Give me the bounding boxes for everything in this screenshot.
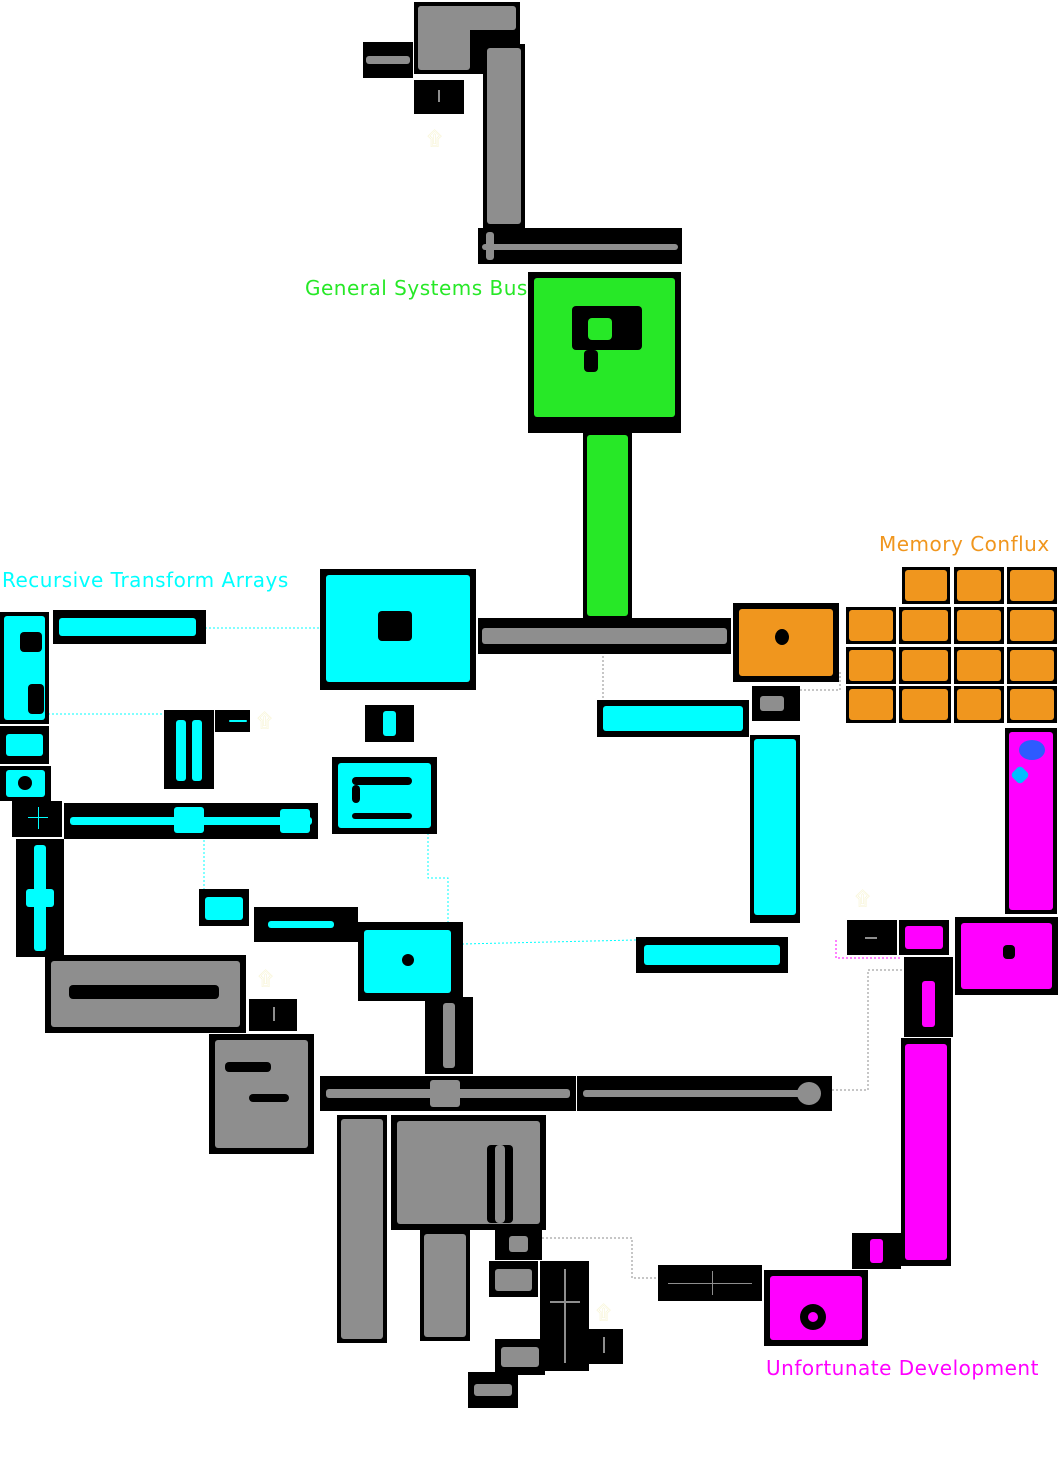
- connector-gray-3: [832, 969, 905, 1091]
- room-memory-cell: [1007, 567, 1057, 604]
- room-rta-right-lower-bar: [636, 937, 788, 973]
- room-top-dark-box: [414, 80, 464, 114]
- room-gray-tiny-1: [249, 999, 297, 1031]
- room-rta-right-vertical: [750, 735, 800, 923]
- room-memory-conflux-main: [733, 603, 839, 682]
- label-recursive-transform-arrays: Recursive Transform Arrays: [2, 568, 289, 592]
- room-magenta-small-dark: [847, 920, 897, 955]
- room-top-horizontal-corridor: [478, 228, 682, 264]
- room-memory-cell: [954, 567, 1004, 604]
- room-memory-cell: [846, 647, 896, 684]
- room-memory-cell: [899, 607, 951, 644]
- room-memory-cell: [846, 607, 896, 644]
- room-magenta-tiny: [852, 1233, 901, 1269]
- room-rta-left-gear: [0, 766, 51, 801]
- room-gray-central-lower: [420, 1230, 470, 1341]
- room-rta-right-corridor: [597, 700, 749, 737]
- room-magenta-small: [899, 920, 949, 955]
- room-top-left-small: [363, 42, 413, 78]
- room-gray-lower-left-hall: [45, 955, 246, 1033]
- marker-icon: ۩: [596, 1300, 612, 1324]
- room-unfortunate-development-main: [764, 1270, 868, 1346]
- room-memory-cell: [899, 647, 951, 684]
- room-general-systems-bus-hub: [528, 272, 681, 433]
- room-magenta-hall: [955, 917, 1058, 995]
- room-rta-tiny-box: [215, 710, 250, 732]
- marker-icon: ۩: [427, 126, 443, 150]
- room-top-vertical-corridor: [483, 44, 525, 228]
- marker-icon: ۩: [258, 966, 274, 990]
- room-gray-bottom-small: [468, 1372, 518, 1408]
- room-magenta-right-column: [1005, 728, 1057, 914]
- room-memory-cell: [954, 686, 1004, 723]
- room-rta-small-lower: [199, 889, 249, 926]
- room-rta-tall-pair: [164, 710, 214, 789]
- room-rta-main-hall: [320, 569, 476, 690]
- room-gray-block-left: [209, 1034, 314, 1154]
- room-gray-vertical-link: [425, 997, 473, 1074]
- room-memory-cell: [846, 686, 896, 723]
- room-gray-lower-right-corridor: [658, 1265, 762, 1301]
- room-gray-bowtie: [495, 1228, 542, 1260]
- connector-cyan-5: [461, 939, 637, 945]
- room-gray-tall-column: [337, 1115, 387, 1343]
- room-gray-lower-crossbar-right: [577, 1076, 832, 1111]
- room-magenta-tall-column: [901, 1038, 951, 1266]
- room-memory-cell: [1007, 607, 1057, 644]
- room-gray-small-3: [495, 1339, 545, 1375]
- label-unfortunate-development: Unfortunate Development: [766, 1356, 1039, 1380]
- label-memory-conflux: Memory Conflux: [879, 532, 1050, 556]
- room-gray-small-4: [752, 686, 800, 721]
- marker-icon: ۩: [257, 708, 273, 732]
- room-rta-long-corridor: [64, 803, 318, 839]
- room-rta-small-connector: [365, 705, 414, 742]
- room-gray-thin-column: [540, 1261, 589, 1371]
- room-memory-cell: [954, 607, 1004, 644]
- room-memory-cell: [1007, 647, 1057, 684]
- room-rta-left-column: [0, 612, 49, 724]
- room-rta-lower-bar: [254, 907, 358, 942]
- connector-gray-2: [800, 670, 841, 691]
- connector-cyan-4: [427, 833, 449, 922]
- connector-magenta-1: [835, 940, 900, 959]
- room-magenta-vertical-small: [904, 957, 953, 1037]
- room-top-l-shape: [414, 2, 520, 74]
- room-rta-long-bar: [53, 610, 206, 644]
- room-gray-central-block: [391, 1115, 546, 1230]
- room-gray-tiny-2: [587, 1329, 623, 1364]
- room-memory-cell: [902, 567, 950, 604]
- room-rta-lower-hall: [358, 922, 463, 1001]
- room-memory-cell: [1007, 686, 1057, 723]
- room-gray-small-2: [489, 1261, 538, 1297]
- room-gray-lower-crossbar-left: [320, 1076, 576, 1111]
- room-green-shaft: [583, 433, 632, 622]
- room-rta-left-small-1: [0, 726, 49, 764]
- connector-gray-4: [542, 1237, 658, 1279]
- room-memory-cell: [954, 647, 1004, 684]
- room-rta-maze: [332, 757, 437, 834]
- label-general-systems-bus: General Systems Bus: [305, 276, 528, 300]
- room-rta-left-vertical: [16, 839, 64, 957]
- room-memory-cell: [899, 686, 951, 723]
- room-rta-left-junction: [12, 801, 62, 837]
- room-central-crossbar: [478, 618, 731, 654]
- marker-icon: ۩: [855, 886, 871, 910]
